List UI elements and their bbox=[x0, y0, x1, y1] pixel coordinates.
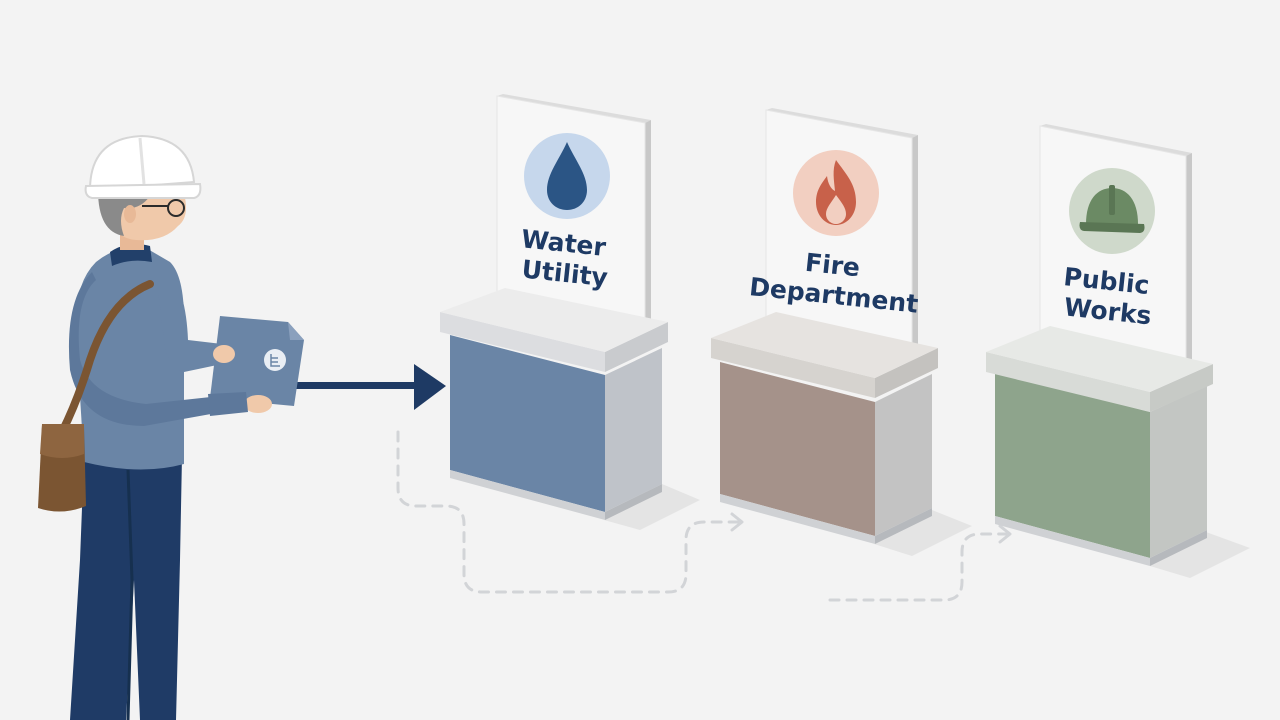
countertop-top bbox=[986, 326, 1213, 392]
counter-water-utility: Water Utility bbox=[440, 94, 700, 530]
countertop-top bbox=[711, 312, 938, 378]
countertop-front bbox=[440, 312, 605, 372]
desk-side bbox=[605, 348, 662, 512]
desk-base-side bbox=[1150, 530, 1207, 566]
worker-hand bbox=[244, 395, 272, 413]
worker-back-arm bbox=[68, 272, 222, 426]
worker-hand bbox=[213, 345, 235, 363]
dashed-route-arrowheads bbox=[730, 512, 1012, 544]
desk-side bbox=[875, 374, 932, 536]
desk-front bbox=[720, 362, 875, 536]
countertop-side bbox=[875, 348, 938, 398]
direction-arrow bbox=[292, 364, 446, 410]
sign-label-line: Fire bbox=[804, 248, 862, 283]
arrow-shaft bbox=[292, 382, 420, 389]
worker-figure bbox=[38, 134, 304, 720]
svg-text:Water Utility: Water Utility bbox=[517, 224, 616, 292]
svg-text:Public Works: Public Works bbox=[1059, 262, 1159, 331]
document-folder bbox=[210, 316, 304, 406]
hard-hat-icon bbox=[1079, 185, 1145, 233]
counter-shadow bbox=[1150, 532, 1250, 578]
counter-public-works: Public Works bbox=[986, 124, 1250, 578]
desk-front bbox=[450, 335, 605, 512]
dashed-route-path bbox=[396, 430, 1008, 602]
counter-shadow bbox=[874, 510, 972, 556]
flame-icon bbox=[816, 160, 856, 225]
desk-base-side bbox=[605, 484, 662, 520]
worker-front-arm bbox=[158, 270, 222, 372]
arrow-head bbox=[414, 364, 446, 410]
countertop-top bbox=[440, 288, 668, 352]
countertop-side bbox=[605, 322, 668, 372]
sign-side bbox=[912, 135, 918, 355]
bag-strap bbox=[58, 280, 154, 436]
sign-top-edge bbox=[1040, 124, 1192, 156]
document-icon bbox=[264, 349, 286, 371]
hard-hat bbox=[84, 134, 202, 199]
desk-base bbox=[450, 470, 605, 520]
glasses-icon bbox=[142, 199, 185, 217]
desk-base bbox=[995, 516, 1150, 566]
desk-base bbox=[720, 494, 875, 544]
desk-front bbox=[995, 372, 1150, 558]
sign-side bbox=[645, 120, 651, 328]
counter-fire-department: Fire Department bbox=[711, 108, 972, 556]
countertop-front bbox=[711, 338, 875, 398]
worker-legs bbox=[70, 456, 182, 720]
water-drop-icon bbox=[547, 142, 587, 210]
countertop-side bbox=[1150, 364, 1213, 412]
desk-side bbox=[1150, 386, 1207, 558]
sign-side bbox=[1186, 153, 1192, 363]
worker-hair bbox=[98, 188, 150, 236]
desk-base-side bbox=[875, 508, 932, 544]
worker-sleeve bbox=[208, 392, 248, 416]
flame-inner-icon bbox=[826, 195, 846, 224]
countertop-front bbox=[986, 352, 1150, 412]
leg-divider bbox=[126, 469, 134, 720]
sign-top-edge bbox=[766, 108, 918, 138]
shoulder-bag bbox=[38, 424, 86, 512]
worker-ear bbox=[124, 205, 136, 223]
sign-top-edge bbox=[497, 94, 651, 123]
counter-shadow bbox=[604, 484, 700, 530]
